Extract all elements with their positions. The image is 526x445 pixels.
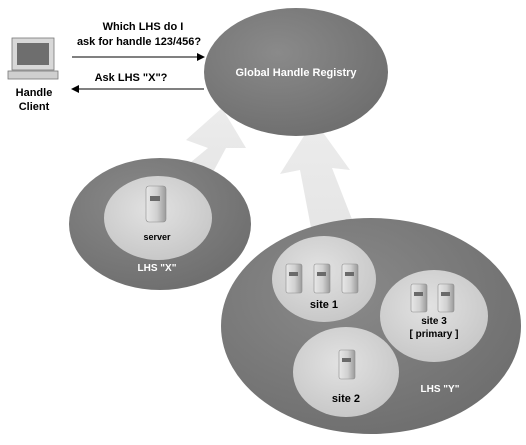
server-icon (338, 349, 356, 380)
server-icon (313, 263, 331, 294)
query-line1: Which LHS do I (103, 21, 184, 33)
site-3: site 3 [ primary ] (380, 270, 488, 362)
lhs-y-label: LHS "Y" (421, 384, 460, 395)
global-handle-registry: Global Handle Registry (204, 8, 388, 136)
computer-icon (7, 37, 59, 80)
client-label-line1: Handle (16, 87, 53, 99)
query-line2: ask for handle 123/456? (77, 36, 201, 48)
reply-text: Ask LHS "X"? (95, 72, 168, 84)
site-1-label: site 1 (310, 299, 338, 311)
site-3-label: site 3 (421, 316, 447, 327)
lhs-x-label: LHS "X" (138, 263, 177, 274)
server-icon (437, 283, 455, 313)
site-2-label: site 2 (332, 393, 360, 405)
server-icon (285, 263, 303, 294)
handle-client: Handle Client (7, 37, 59, 113)
client-label-line2: Client (19, 101, 50, 113)
site-2: site 2 (293, 327, 399, 417)
reply-message: Ask LHS "X"? (71, 72, 204, 93)
site-1: site 1 (272, 236, 376, 322)
site-3-primary-label: [ primary ] (410, 329, 459, 340)
registry-label: Global Handle Registry (235, 67, 357, 79)
server-icon (341, 263, 359, 294)
server-icon (145, 185, 167, 223)
lhs-y-group: site 1 site 3 [ primary ] site 2 (221, 218, 521, 434)
server-label: server (143, 232, 171, 242)
query-message: Which LHS do I ask for handle 123/456? (72, 21, 205, 61)
lhs-x-group: server LHS "X" (69, 158, 251, 290)
server-icon (410, 283, 428, 313)
